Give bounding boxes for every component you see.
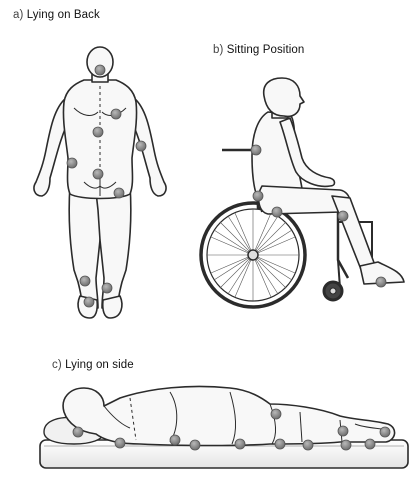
right-leg-shape xyxy=(96,185,131,308)
pressure-point-elbow-side xyxy=(190,440,200,450)
pressure-point-heel-seated xyxy=(376,277,386,287)
pressure-point-ankle-side xyxy=(365,439,375,449)
pressure-point-scapula xyxy=(111,109,121,119)
pressure-point-hip-side xyxy=(235,439,245,449)
pressure-point-knee xyxy=(338,211,348,221)
pressure-point-ischium xyxy=(272,207,282,217)
seated-head-shape xyxy=(264,78,304,116)
big-wheel-hub xyxy=(248,250,258,260)
pressure-point-shoulder-blade xyxy=(251,145,261,155)
pressure-point-ear xyxy=(73,427,83,437)
pressure-point-sacrum-seated xyxy=(253,191,263,201)
pressure-point-thigh-side xyxy=(275,439,285,449)
pressure-point-left-ankle xyxy=(80,276,90,286)
pressure-point-sacrum xyxy=(93,169,103,179)
pressure-point-upper-hip xyxy=(271,409,281,419)
pressure-point-upper-knee xyxy=(338,426,348,436)
pressure-point-shoulder-side xyxy=(115,438,125,448)
seated-figure xyxy=(252,78,404,284)
pressure-point-lower-knee xyxy=(341,440,351,450)
pressure-point-ribs xyxy=(170,435,180,445)
pressure-point-buttock xyxy=(114,188,124,198)
pressure-point-right-ankle xyxy=(102,283,112,293)
pressure-point-spine xyxy=(93,127,103,137)
pressure-point-hip xyxy=(67,158,77,168)
pressure-point-knee-side xyxy=(303,440,313,450)
right-foot-shape xyxy=(103,296,122,318)
pressure-point-occiput xyxy=(95,65,105,75)
pressure-point-upper-ankle xyxy=(380,427,390,437)
pressure-point-elbow xyxy=(136,141,146,151)
pressure-point-left-heel xyxy=(84,297,94,307)
